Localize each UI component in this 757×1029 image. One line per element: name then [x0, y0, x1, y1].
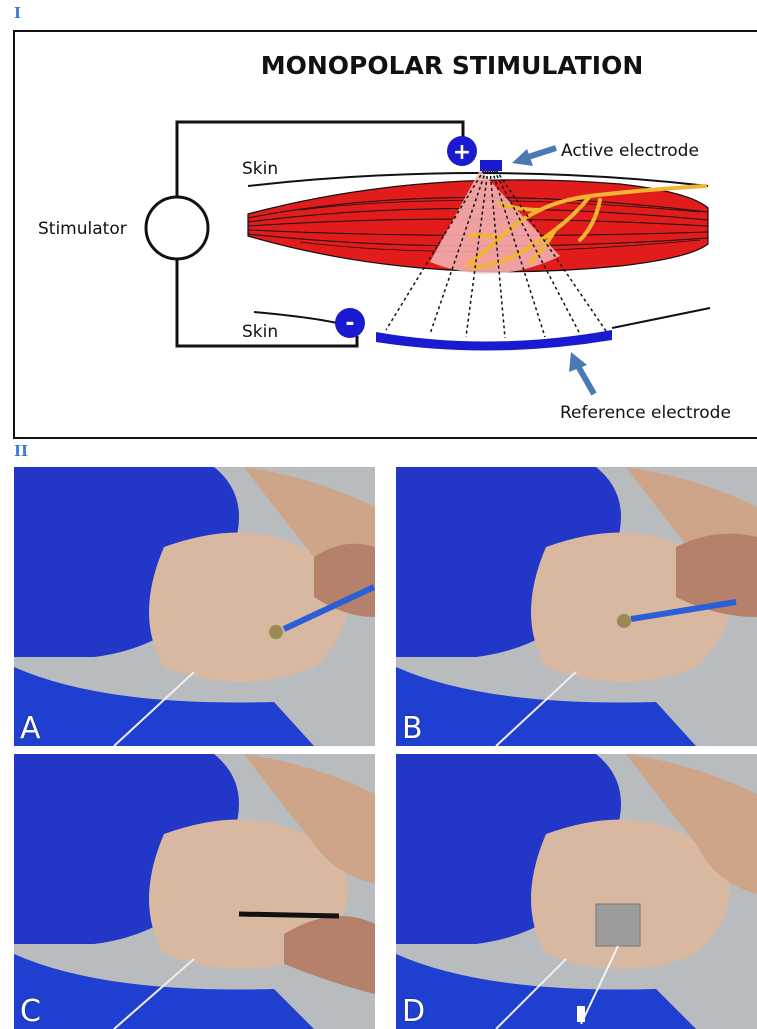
- photo-b-letter: B: [402, 714, 423, 744]
- active-electrode-label: Active electrode: [561, 141, 699, 161]
- photo-panel-d: D: [396, 754, 757, 1029]
- diagram-title: MONOPOLAR STIMULATION: [261, 51, 644, 80]
- skin-top-label: Skin: [242, 159, 278, 179]
- reference-electrode-label: Reference electrode: [560, 403, 731, 423]
- active-electrode: [480, 160, 502, 171]
- photo-a-image: [14, 467, 375, 746]
- photo-b-image: [396, 467, 757, 746]
- negative-symbol: -: [345, 311, 354, 336]
- photo-a-letter: A: [20, 714, 41, 744]
- photo-c-letter: C: [20, 997, 41, 1027]
- photo-d-image: [396, 754, 757, 1029]
- stimulator-symbol: [146, 197, 208, 259]
- photo-panel-b: B: [396, 467, 757, 746]
- photo-d-letter: D: [402, 997, 425, 1027]
- photo-panel-c: C: [14, 754, 375, 1029]
- monopolar-stimulation-diagram: MONOPOLAR STIMULATION Stimulator Skin Sk…: [0, 0, 757, 442]
- section-label-ii: II: [14, 442, 28, 460]
- photo-panel-a: A: [14, 467, 375, 746]
- skin-bottom-label: Skin: [242, 322, 278, 342]
- stimulator-label: Stimulator: [38, 219, 127, 239]
- positive-symbol: +: [453, 140, 471, 165]
- photo-c-image: [14, 754, 375, 1029]
